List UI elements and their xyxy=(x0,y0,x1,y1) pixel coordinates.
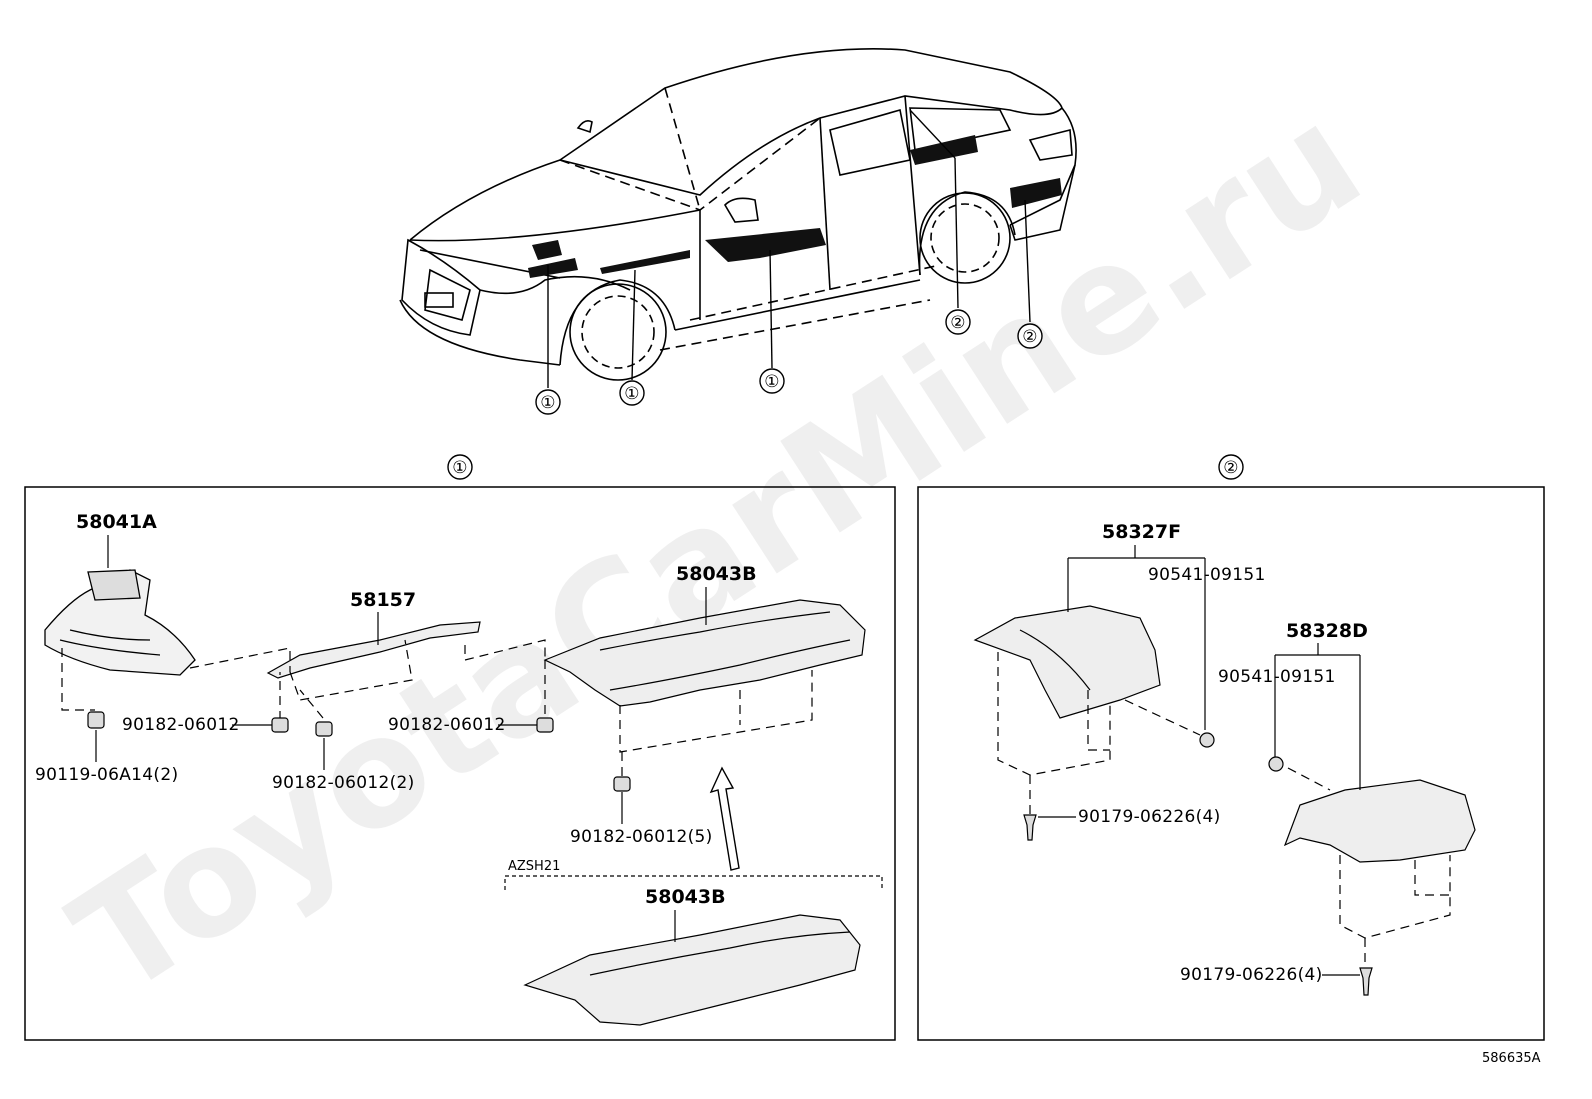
svg-text:②: ② xyxy=(1022,327,1038,347)
label-AZSH21: AZSH21 xyxy=(508,859,560,874)
group1-panel xyxy=(24,486,896,1041)
svg-text:①: ① xyxy=(452,458,468,478)
group2-panel xyxy=(917,486,1545,1041)
callout-1c: ① xyxy=(759,368,785,394)
label-90179-06226-b: 90179-06226(4) xyxy=(1180,965,1323,985)
car-highlighted-parts xyxy=(528,135,1062,278)
arrow-up xyxy=(709,766,740,871)
label-58157: 58157 xyxy=(350,589,416,611)
svg-text:①: ① xyxy=(624,384,640,404)
azsh21-bracket xyxy=(504,875,883,890)
label-58041A: 58041A xyxy=(76,511,157,533)
group2-dashed-connectors xyxy=(997,652,1451,968)
svg-text:①: ① xyxy=(764,372,780,392)
svg-text:②: ② xyxy=(950,313,966,333)
car-overview-illustration xyxy=(399,48,1077,381)
label-90541-09151-a: 90541-09151 xyxy=(1148,565,1266,585)
part-58157 xyxy=(266,621,481,679)
group2-marker: ② xyxy=(1218,454,1244,480)
label-58043B-bottom: 58043B xyxy=(645,886,726,908)
label-90182-06012-b: 90182-06012 xyxy=(388,715,506,735)
overview-leader-lines xyxy=(547,109,1031,388)
fasteners-group1 xyxy=(87,711,631,792)
label-90182-06012-a: 90182-06012 xyxy=(122,715,240,735)
label-58327F: 58327F xyxy=(1102,521,1181,543)
label-90119-06A14: 90119-06A14(2) xyxy=(35,765,178,785)
label-58043B-top: 58043B xyxy=(676,563,757,585)
svg-text:②: ② xyxy=(1223,458,1239,478)
label-90541-09151-b: 90541-09151 xyxy=(1218,667,1336,687)
part-58043B-bottom xyxy=(523,914,861,1026)
label-90179-06226-a: 90179-06226(4) xyxy=(1078,807,1221,827)
overview-callouts: ① ① ① ② ② xyxy=(535,309,1043,415)
svg-text:①: ① xyxy=(540,393,556,413)
fasteners-group2 xyxy=(1023,732,1373,996)
callout-1b: ① xyxy=(619,380,645,406)
label-90182-06012-5: 90182-06012(5) xyxy=(570,827,713,847)
label-90182-06012-2: 90182-06012(2) xyxy=(272,773,415,793)
part-58041A xyxy=(44,569,196,676)
callout-1a: ① xyxy=(535,389,561,415)
label-58328D: 58328D xyxy=(1286,620,1368,642)
part-58043B-top xyxy=(543,599,866,707)
callout-2b: ② xyxy=(1017,323,1043,349)
group1-marker: ① xyxy=(447,454,473,480)
callout-2a: ② xyxy=(945,309,971,335)
part-58327F xyxy=(973,605,1161,719)
part-58328D xyxy=(1283,779,1476,863)
group1-dashed-connectors xyxy=(61,639,813,778)
figure-id: 586635A xyxy=(1482,1051,1541,1066)
